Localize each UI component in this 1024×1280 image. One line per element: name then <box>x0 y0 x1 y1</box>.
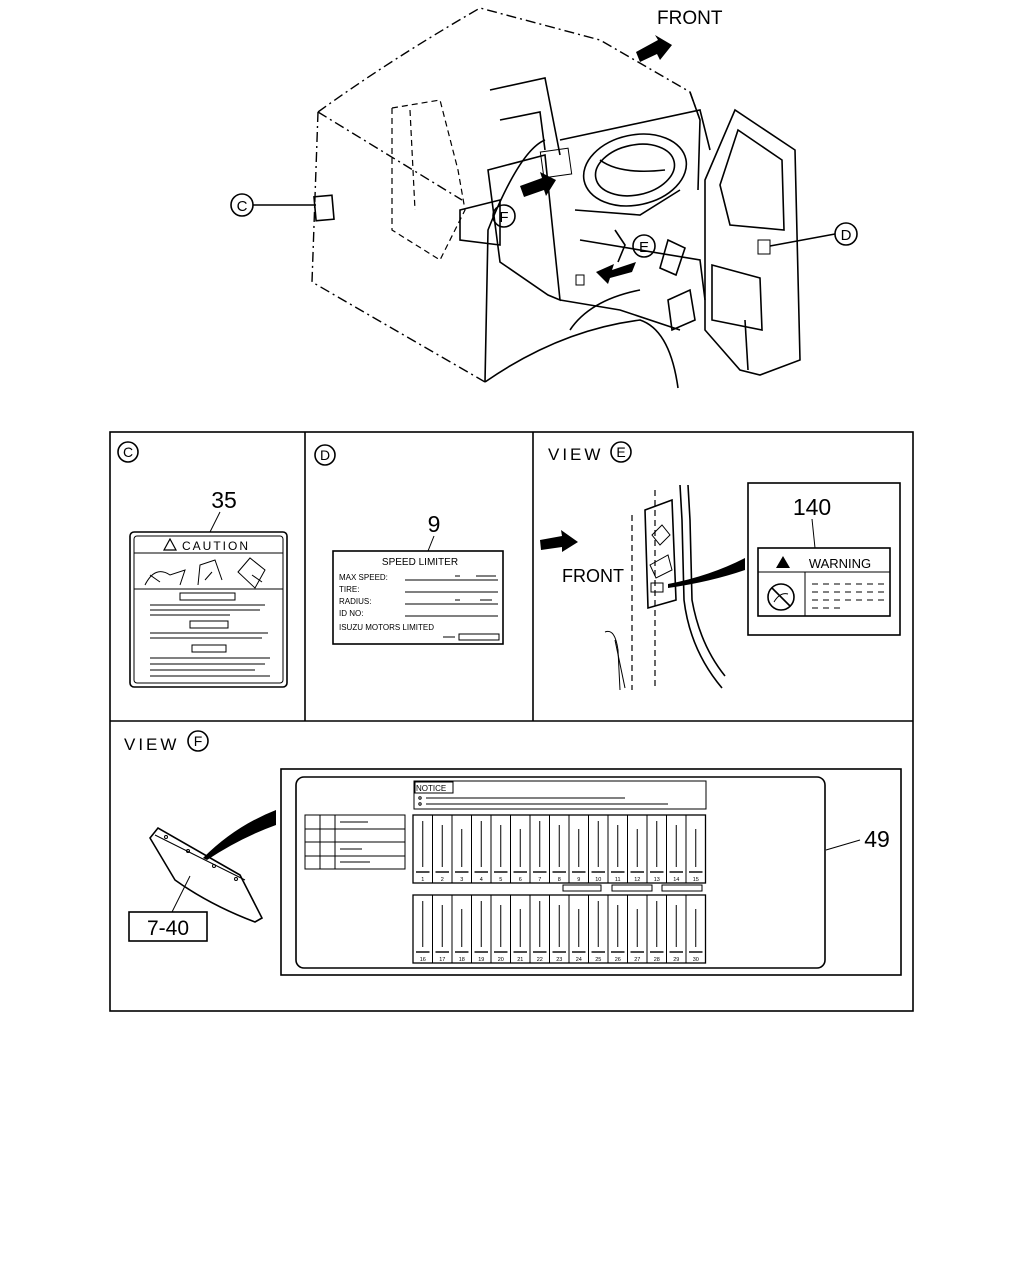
caution-title: CAUTION <box>182 539 250 553</box>
door-pillar-illustration <box>604 484 726 691</box>
panel-c-part-number: 35 <box>211 487 237 513</box>
panel-d-letter: D <box>320 447 330 463</box>
panel-f-view-word: VIEW <box>124 735 179 754</box>
fuse-number-label: 25 <box>595 957 601 963</box>
fuse-number-label: 8 <box>558 877 561 883</box>
fuse-number-label: 30 <box>693 957 699 963</box>
fuse-number-label: 6 <box>519 877 522 883</box>
fuse-number-label: 19 <box>478 957 484 963</box>
fuse-number-label: 18 <box>459 957 465 963</box>
panel-f: VIEW F 7-40 49 NOTICE <box>124 730 902 976</box>
callout-d: D <box>769 222 858 247</box>
fuse-number-label: 24 <box>576 957 582 963</box>
panel-c: C 35 CAUTION <box>117 441 288 688</box>
fuse-number-label: 13 <box>654 877 660 883</box>
speed-limiter-row: ID NO: <box>339 609 363 618</box>
speed-limiter-maker: ISUZU MOTORS LIMITED <box>339 623 434 632</box>
panel-d: D 9 SPEED LIMITER MAX SPEED: TIRE: RADIU… <box>314 444 504 645</box>
fuse-number-label: 29 <box>673 957 679 963</box>
fuse-number-label: 1 <box>421 877 424 883</box>
fuse-number-label: 3 <box>460 877 463 883</box>
fuse-number-label: 28 <box>654 957 660 963</box>
speed-limiter-row: TIRE: <box>339 585 359 594</box>
speed-limiter-label: SPEED LIMITER MAX SPEED: TIRE: RADIUS: I… <box>332 550 504 645</box>
callout-f-letter: F <box>499 209 508 226</box>
panel-f-pointer <box>203 810 276 860</box>
fuse-row-outline <box>412 894 707 964</box>
panel-e-pointer <box>668 558 745 588</box>
notice-box: NOTICE <box>413 780 707 810</box>
fuse-row-bottom: 16 17 18 19 20 21 22 23 24 25 26 27 28 29 30 <box>412 894 707 964</box>
fuse-row-outline <box>412 814 707 884</box>
seat-pictogram-icon <box>197 559 223 586</box>
panel-d-part-number: 9 <box>428 511 441 537</box>
fuse-number-label: 10 <box>595 877 601 883</box>
cab-overview-illustration <box>311 7 801 389</box>
warning-title: WARNING <box>809 556 871 571</box>
airbag-pictogram-icon <box>237 557 266 589</box>
panel-f-ref-part: 7-40 <box>147 917 189 940</box>
fuse-number-label: 22 <box>537 957 543 963</box>
caution-label: CAUTION <box>129 531 288 688</box>
panel-e-front-label: FRONT <box>562 566 624 586</box>
belt-pictogram-icon <box>144 569 186 586</box>
callout-d-letter: D <box>841 227 852 244</box>
warning-triangle-icon <box>776 556 790 568</box>
panel-f-letter: F <box>194 733 203 749</box>
speed-limiter-row: RADIUS: <box>339 597 371 606</box>
fuse-number-label: 23 <box>556 957 562 963</box>
fuse-number-label: 2 <box>441 877 444 883</box>
panel-e: VIEW E FRONT 140 WARNING <box>540 441 901 691</box>
view-e-arrow-icon <box>596 262 636 284</box>
panel-e-part-number: 140 <box>793 494 831 520</box>
view-f-arrow-icon <box>520 172 556 197</box>
callout-e: E <box>632 234 656 258</box>
caution-triangle-icon <box>162 537 178 551</box>
fuse-number-label: 4 <box>480 877 483 883</box>
fuse-number-label: 12 <box>634 877 640 883</box>
fuse-number-label: 15 <box>693 877 699 883</box>
fuse-number-label: 17 <box>439 957 445 963</box>
notice-title: NOTICE <box>416 784 446 793</box>
fuse-number-label: 7 <box>538 877 541 883</box>
panel-e-view-word: VIEW <box>548 445 603 464</box>
front-arrow-icon <box>636 35 672 62</box>
callout-e-letter: E <box>639 239 649 256</box>
speed-limiter-row: MAX SPEED: <box>339 573 388 582</box>
callout-f: F <box>492 204 516 228</box>
fuse-number-label: 16 <box>420 957 426 963</box>
relay-legend <box>304 814 406 870</box>
prohibition-icon <box>767 583 795 611</box>
panel-f-part-number: 49 <box>864 826 890 852</box>
callout-c: C <box>230 193 316 217</box>
fuse-number-label: 5 <box>499 877 502 883</box>
panel-c-letter: C <box>123 444 133 460</box>
overview-front-label: FRONT <box>657 8 723 29</box>
fuse-number-label: 21 <box>517 957 523 963</box>
callout-c-letter: C <box>237 198 248 215</box>
fuse-number-label: 14 <box>673 877 679 883</box>
fuse-number-label: 11 <box>615 877 621 883</box>
panel-e-letter: E <box>616 444 625 460</box>
fuse-number-label: 20 <box>498 957 504 963</box>
panel-e-front-arrow-icon <box>540 530 578 552</box>
fuse-number-label: 9 <box>577 877 580 883</box>
fuse-box-cover-illustration <box>149 826 264 923</box>
fuse-number-label: 26 <box>615 957 621 963</box>
warning-label: WARNING <box>757 547 891 617</box>
detail-grid <box>109 431 914 1012</box>
speed-limiter-title: SPEED LIMITER <box>382 557 458 568</box>
fuse-number-label: 27 <box>634 957 640 963</box>
